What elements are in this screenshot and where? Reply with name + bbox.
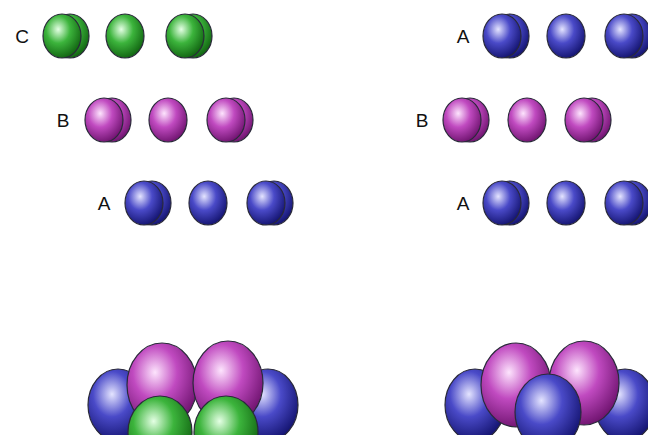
sphere xyxy=(207,98,245,142)
sphere xyxy=(106,14,144,58)
sphere xyxy=(565,98,603,142)
sphere xyxy=(547,14,585,58)
layer-label: A xyxy=(457,27,470,46)
sphere-row-a xyxy=(125,181,293,225)
sphere xyxy=(515,374,581,435)
sphere xyxy=(508,98,546,142)
sphere xyxy=(166,14,204,58)
sphere xyxy=(128,396,192,435)
sphere xyxy=(443,98,481,142)
sphere xyxy=(85,98,123,142)
sphere xyxy=(194,396,258,435)
sphere xyxy=(43,14,81,58)
sphere xyxy=(605,181,643,225)
sphere-cluster-abc xyxy=(88,341,298,435)
sphere xyxy=(605,14,643,58)
sphere-row-b xyxy=(85,98,253,142)
sphere xyxy=(149,98,187,142)
sphere-row-c xyxy=(43,14,212,58)
sphere-row-a xyxy=(483,14,648,58)
sphere-row-a xyxy=(483,181,648,225)
sphere xyxy=(483,181,521,225)
sphere xyxy=(483,14,521,58)
sphere xyxy=(247,181,285,225)
sphere xyxy=(125,181,163,225)
layer-label: A xyxy=(457,194,470,213)
sphere-row-b xyxy=(443,98,611,142)
layer-label: B xyxy=(57,111,70,130)
sphere xyxy=(547,181,585,225)
layer-label: C xyxy=(15,27,29,46)
sphere-cluster-aba xyxy=(445,341,648,435)
layer-label: B xyxy=(416,111,429,130)
sphere xyxy=(189,181,227,225)
layer-label: A xyxy=(98,194,111,213)
